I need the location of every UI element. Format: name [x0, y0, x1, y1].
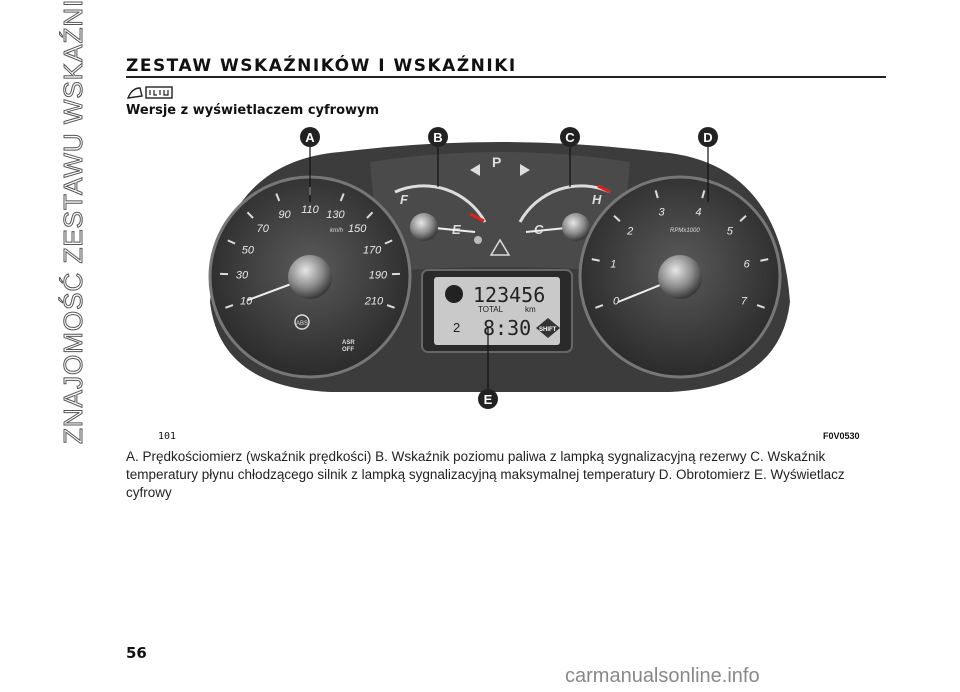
temp-gauge-arc: [518, 184, 611, 223]
fuel-gauge-arc: [394, 184, 487, 223]
turn-left-icon: [470, 164, 480, 176]
heading-rule: [126, 76, 886, 78]
svg-text:A: A: [305, 130, 315, 145]
tachometer-tick-mark: [756, 304, 765, 309]
tachometer-ticks: 0 1 2 3 4 5 6 7: [591, 190, 769, 309]
tachometer-tick-mark: [591, 258, 600, 262]
callout-c: C: [560, 127, 580, 147]
clock-value: 8:30: [483, 316, 531, 340]
speedometer-tick-150: 150: [348, 223, 367, 235]
speed-unit: km/h: [330, 228, 344, 234]
callout-e: E: [478, 389, 498, 409]
tachometer-tick-5: 5: [727, 226, 734, 238]
speedometer-tick-110: 110: [301, 204, 319, 216]
callout-d: D: [698, 127, 718, 147]
speedometer-tick-mark: [246, 211, 254, 219]
tachometer-tick-1: 1: [610, 259, 616, 271]
odometer-unit: km: [525, 305, 536, 314]
tachometer-tick-4: 4: [695, 207, 701, 219]
asr-lamp-label: ASR: [342, 340, 355, 346]
tachometer-tick-7: 7: [741, 295, 748, 307]
speedometer-tick-mark: [225, 304, 234, 309]
speedometer-tick-mark: [339, 193, 345, 202]
speedometer-tick-mark: [386, 304, 395, 309]
subheading: Wersje z wyświetlaczem cyfrowym: [126, 103, 380, 118]
odometer-total-label: TOTAL: [478, 305, 504, 314]
tachometer-tick-2: 2: [626, 226, 633, 238]
temp-hot-label: H: [592, 192, 602, 207]
section-heading: ZESTAW WSKAŹNIKÓW I WSKAŹNIKI: [126, 56, 517, 76]
svg-text:E: E: [484, 392, 493, 407]
callout-a: A: [300, 127, 320, 147]
gear-indicator: 2: [453, 320, 460, 335]
tachometer-tick-mark: [739, 215, 747, 222]
tachometer-tick-3: 3: [659, 207, 666, 219]
tachometer-hub: [658, 255, 702, 299]
tachometer-tick-mark: [701, 190, 706, 199]
turn-right-icon: [520, 164, 530, 176]
park-label: P: [492, 154, 501, 170]
svg-text:B: B: [433, 130, 442, 145]
page-number: 56: [126, 644, 147, 662]
tachometer-tick-mark: [760, 258, 769, 262]
side-section-title: ZNAJOMOŚĆ ZESTAWU WSKAŹNIKÓW: [58, 0, 89, 445]
speedometer-tick-50: 50: [242, 244, 255, 256]
figure-number: 101: [158, 431, 177, 442]
tachometer-tick-mark: [613, 215, 621, 222]
speedometer-tick-mark: [227, 239, 236, 245]
tachometer-tick-mark: [654, 190, 659, 199]
temp-cold-label: C: [534, 222, 544, 237]
tach-unit: RPMx1000: [670, 228, 700, 234]
tachometer-tick-mark: [595, 304, 604, 309]
watermark: carmanualsonline.info: [565, 665, 760, 687]
shift-indicator: [536, 318, 560, 338]
speedometer-hub: [288, 255, 332, 299]
warning-triangle-icon: [489, 238, 511, 256]
odometer-value: 123456: [473, 283, 545, 307]
abs-lamp-label: ABS: [296, 321, 308, 327]
tachometer-tick-6: 6: [744, 259, 751, 271]
tachometer-tick-0: 0: [613, 295, 620, 307]
fuel-gauge-hub: [410, 213, 438, 241]
speedometer-tick-mark: [275, 193, 281, 202]
speedometer-tick-90: 90: [278, 209, 291, 221]
speedometer-tick-mark: [366, 211, 374, 219]
speedometer-tick-190: 190: [369, 270, 388, 282]
speedometer-tick-10: 10: [240, 295, 253, 307]
speedometer-tick-mark: [384, 239, 393, 245]
speedometer-tick-130: 130: [326, 209, 345, 221]
shift-label: SHIFT: [539, 327, 557, 333]
speedometer-tick-70: 70: [257, 223, 270, 235]
svg-text:C: C: [565, 130, 575, 145]
speedometer-tick-210: 210: [364, 295, 384, 307]
figure-caption: A. Prędkościomierz (wskaźnik prędkości) …: [126, 449, 845, 500]
figure-code: F0V0530: [823, 431, 860, 441]
digital-display-variant-icon: [126, 86, 173, 99]
callout-b: B: [428, 127, 448, 147]
fuel-full-label: F: [400, 192, 409, 207]
svg-text:D: D: [703, 130, 712, 145]
temp-gauge-hub: [562, 213, 590, 241]
asr-off-label: OFF: [342, 347, 354, 353]
speedometer-tick-170: 170: [363, 244, 382, 256]
speedometer-tick-30: 30: [236, 270, 249, 282]
